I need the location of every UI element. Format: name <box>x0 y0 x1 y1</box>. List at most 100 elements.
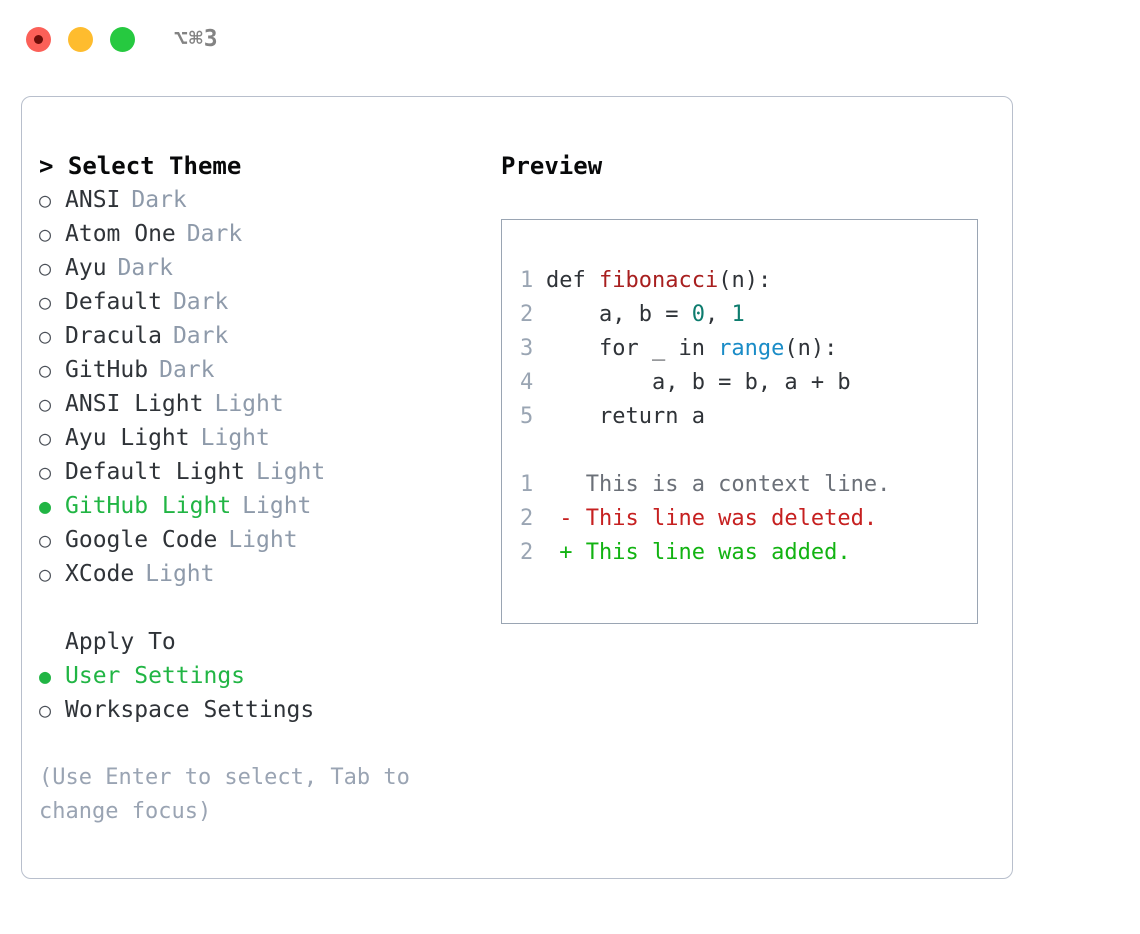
code-token: return a <box>546 404 705 429</box>
theme-name-label: ANSI Light <box>65 391 204 417</box>
window-controls <box>26 26 135 52</box>
apply-to-option[interactable]: ● User Settings <box>39 659 489 693</box>
theme-variant-badge: Dark <box>172 323 229 349</box>
theme-variant-badge: Light <box>200 425 270 451</box>
code-token: 0 <box>691 302 705 327</box>
list-spacer <box>39 591 489 625</box>
code-line: 2 + This line was added. <box>520 536 977 570</box>
theme-name-label: GitHub <box>65 357 149 383</box>
radio-selected-icon: ● <box>39 494 52 518</box>
theme-name-label: Ayu Light <box>65 425 190 451</box>
theme-variant-badge: Dark <box>131 187 187 213</box>
close-button[interactable] <box>26 26 51 52</box>
maximize-button[interactable] <box>110 26 135 52</box>
theme-list-item[interactable]: ○ XCode Light <box>39 557 489 591</box>
line-number: 2 <box>520 302 534 327</box>
code-token: range <box>718 336 785 361</box>
theme-list-item[interactable]: ● GitHub Light Light <box>39 489 489 523</box>
theme-variant-badge: Light <box>214 391 284 417</box>
line-number: 1 <box>520 268 534 293</box>
radio-empty-icon: ○ <box>39 562 52 586</box>
theme-name-label: Atom One <box>65 221 176 247</box>
line-number: 2 <box>520 540 534 565</box>
radio-empty-icon: ○ <box>39 256 52 280</box>
code-token: def <box>546 268 599 293</box>
theme-variant-badge: Dark <box>172 289 229 315</box>
line-number: 4 <box>520 370 534 395</box>
code-token: , <box>704 302 732 327</box>
theme-variant-badge: Light <box>256 459 326 485</box>
code-token: a, b = b, a + b <box>546 370 851 395</box>
code-token: 1 <box>731 302 745 327</box>
code-line: 2 a, b = 0, 1 <box>520 298 977 332</box>
theme-name-label: Google Code <box>65 527 218 553</box>
radio-empty-icon: ○ <box>39 392 52 416</box>
radio-empty-icon: ○ <box>39 324 52 348</box>
radio-empty-icon: ○ <box>39 528 52 552</box>
apply-to-label: User Settings <box>65 663 246 689</box>
apply-to-option[interactable]: ○ Workspace Settings <box>39 693 489 727</box>
code-line: 1 This is a context line. <box>520 468 977 502</box>
apply-to-list[interactable]: ● User Settings ○ Workspace Settings <box>39 659 489 727</box>
theme-name-label: Default Light <box>65 459 246 485</box>
code-token: (n): <box>784 336 838 361</box>
theme-name-label: GitHub Light <box>65 493 232 519</box>
code-line: 3 for _ in range(n): <box>520 332 977 366</box>
theme-list-item[interactable]: ○ ANSI Dark <box>39 183 489 217</box>
radio-empty-icon: ○ <box>39 698 52 722</box>
keyboard-shortcut-label: ⌥⌘3 <box>174 25 219 52</box>
theme-variant-badge: Light <box>228 527 298 553</box>
line-number: 2 <box>520 506 534 531</box>
theme-list-item[interactable]: ○ Google Code Light <box>39 523 489 557</box>
theme-name-label: Dracula <box>65 323 162 349</box>
theme-list-item[interactable]: ○ Default Light Light <box>39 455 489 489</box>
code-line: 4 a, b = b, a + b <box>520 366 977 400</box>
radio-empty-icon: ○ <box>39 290 52 314</box>
radio-empty-icon: ○ <box>39 426 52 450</box>
line-number: 3 <box>520 336 534 361</box>
line-number: 1 <box>520 472 534 497</box>
theme-name-label: XCode <box>65 561 135 587</box>
code-token: + This line was added. <box>546 540 851 565</box>
apply-to-label: Workspace Settings <box>65 697 315 723</box>
code-line: 5 return a <box>520 400 977 434</box>
code-token: for _ in <box>546 336 719 361</box>
theme-list-item[interactable]: ○ ANSI Light Light <box>39 387 489 421</box>
code-line: 2 - This line was deleted. <box>520 502 977 536</box>
theme-name-label: Ayu <box>65 255 107 281</box>
theme-variant-badge: Light <box>145 561 215 587</box>
radio-empty-icon: ○ <box>39 460 52 484</box>
code-line: 1 def fibonacci(n): <box>520 264 977 298</box>
code-token: fibonacci <box>598 268 719 293</box>
title-bar: ⌥⌘3 <box>0 0 1140 78</box>
code-token: a, b = <box>546 302 692 327</box>
radio-empty-icon: ○ <box>39 188 52 212</box>
radio-empty-icon: ○ <box>39 358 52 382</box>
radio-selected-icon: ● <box>39 664 52 688</box>
line-number: 5 <box>520 404 534 429</box>
theme-list-item[interactable]: ○ Default Dark <box>39 285 489 319</box>
radio-empty-icon: ○ <box>39 222 52 246</box>
line-number <box>520 434 546 468</box>
theme-list-item[interactable]: ○ Ayu Light Light <box>39 421 489 455</box>
code-token: - This line was deleted. <box>546 506 878 531</box>
theme-variant-badge: Light <box>242 493 312 519</box>
code-token: (n): <box>718 268 772 293</box>
theme-list-item[interactable]: ○ Dracula Dark <box>39 319 489 353</box>
theme-name-label: Default <box>65 289 162 315</box>
keyboard-hint: (Use Enter to select, Tab to change focu… <box>39 765 410 824</box>
preview-title: Preview <box>501 152 603 180</box>
page-title: > Select Theme <box>39 152 242 180</box>
minimize-button[interactable] <box>68 26 93 52</box>
theme-name-label: ANSI <box>65 187 121 213</box>
